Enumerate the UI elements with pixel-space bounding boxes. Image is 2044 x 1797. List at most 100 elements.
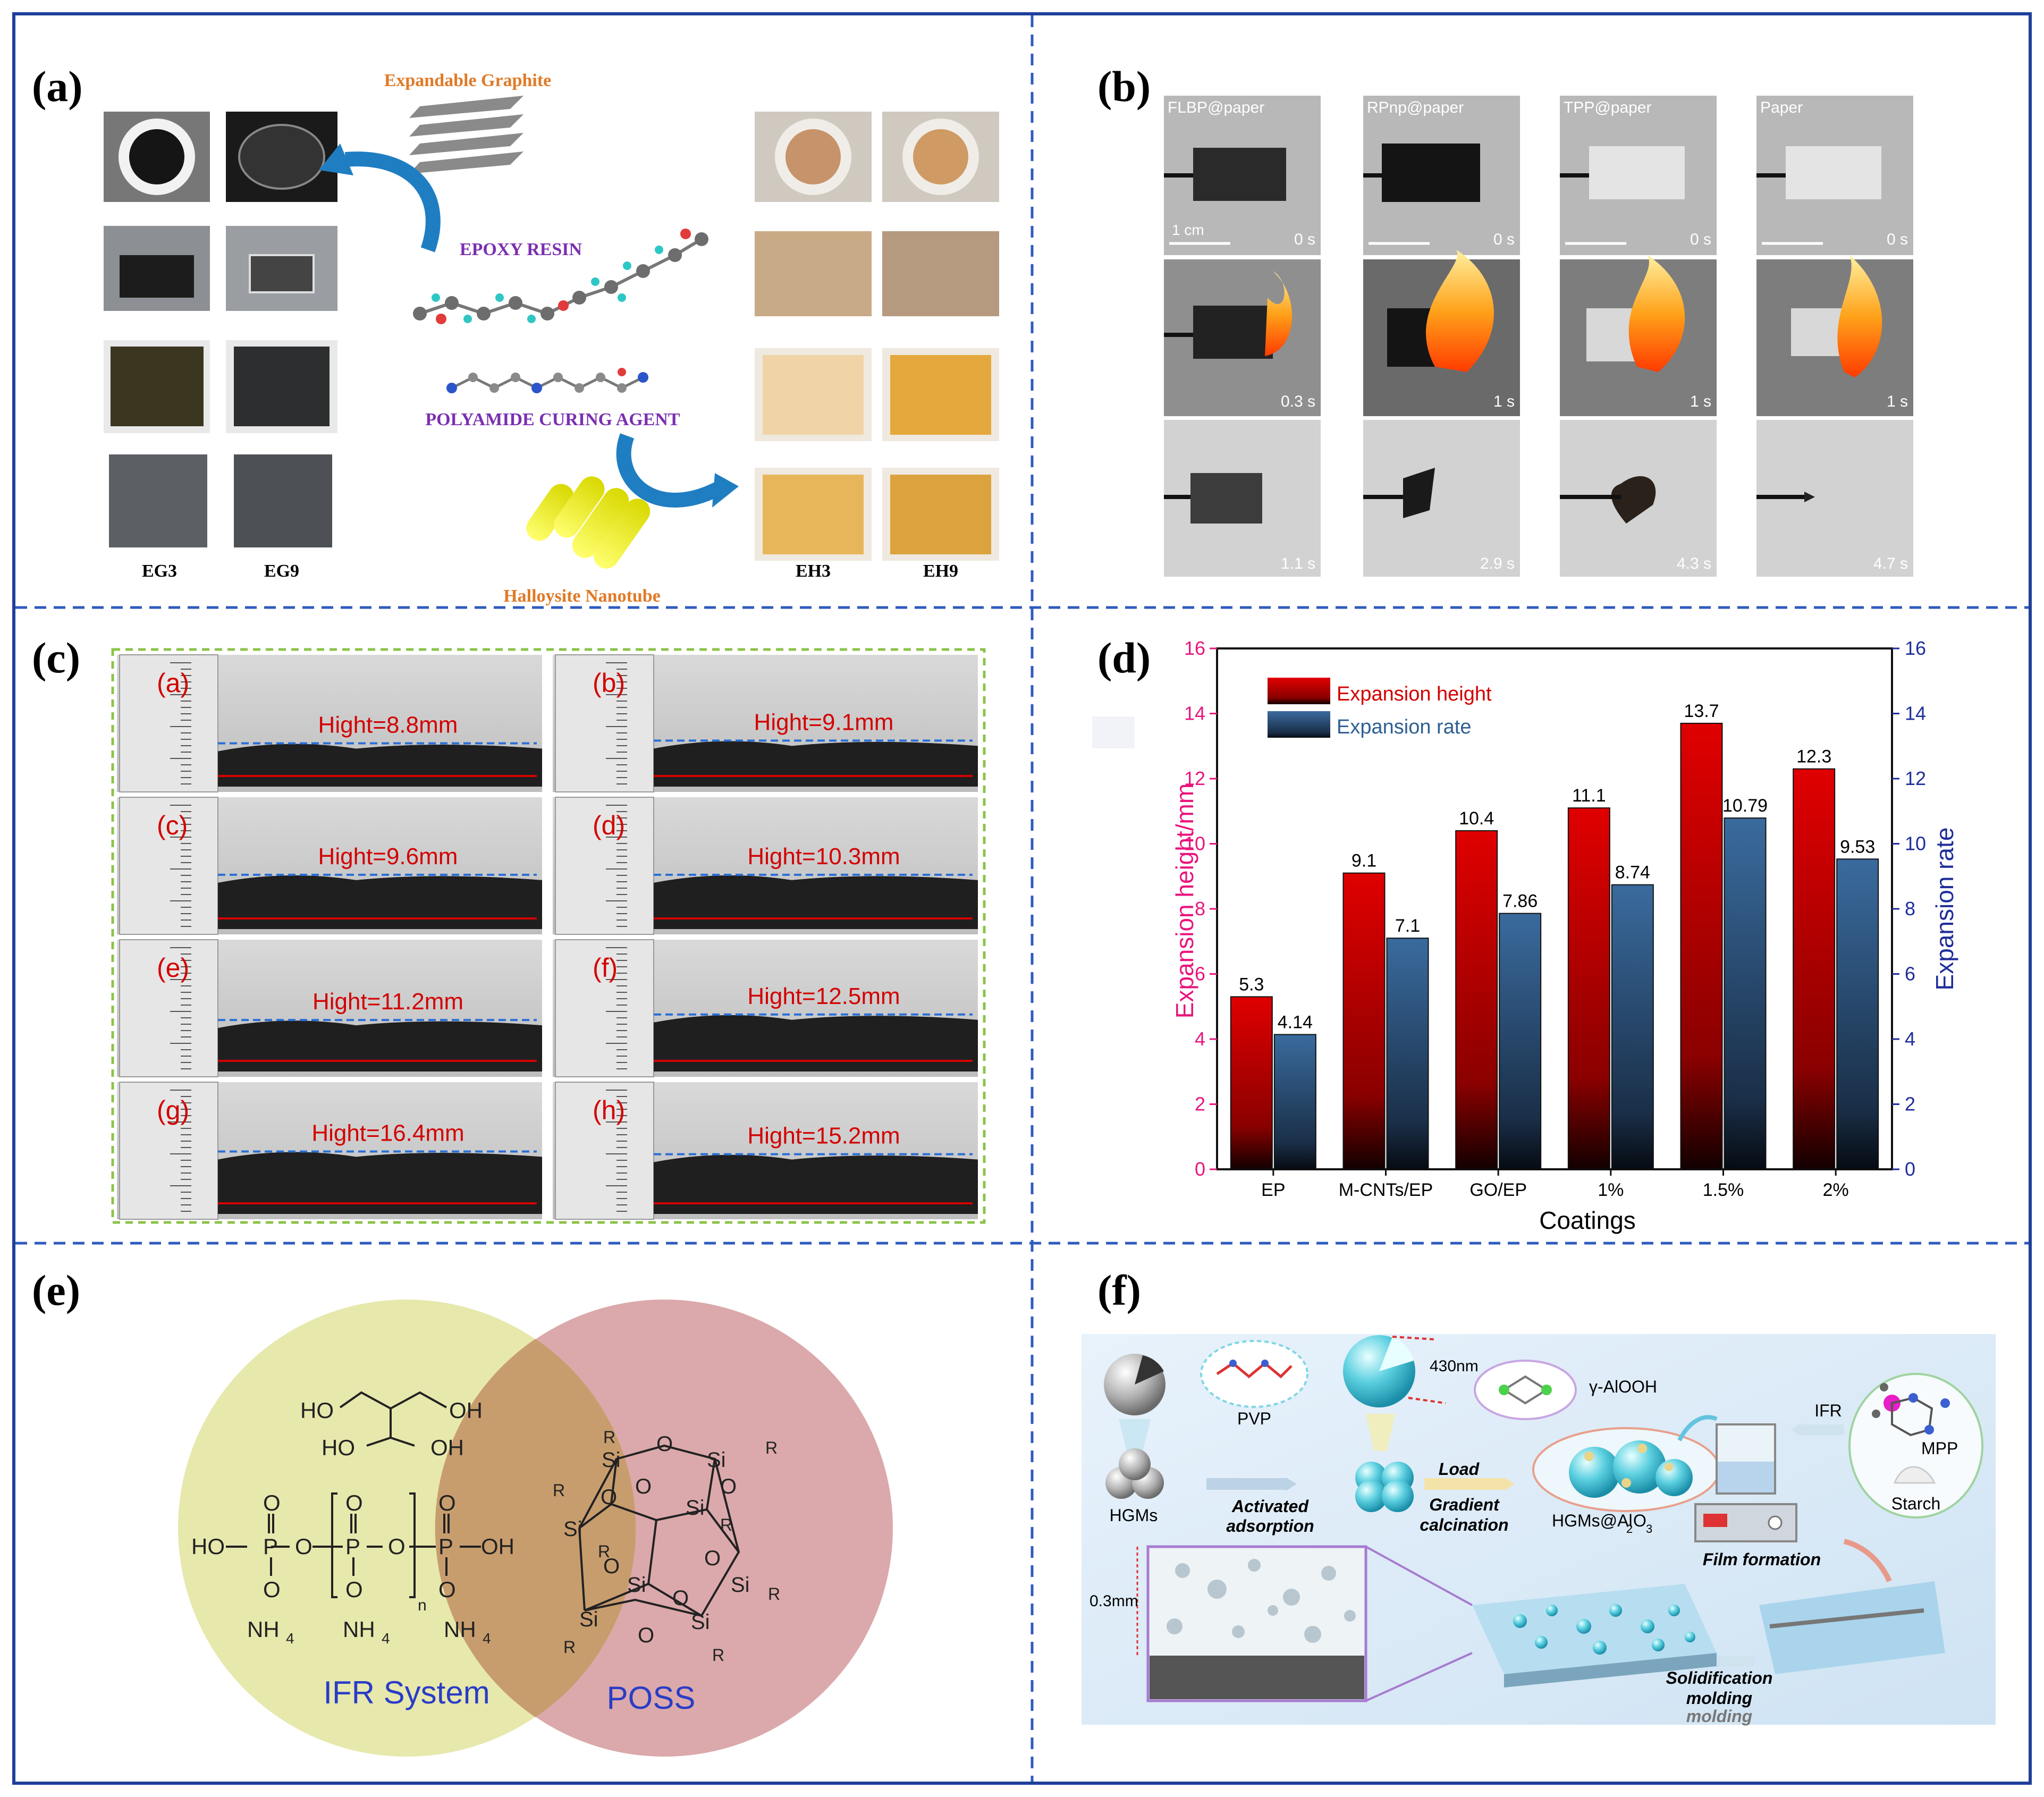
height-label: Hight=10.3mm bbox=[747, 843, 900, 870]
time-label: 1 s bbox=[1493, 393, 1515, 410]
chem-label: R bbox=[712, 1646, 724, 1665]
bar-expansion-rate bbox=[1499, 913, 1542, 1170]
chem-label: O bbox=[345, 1577, 363, 1602]
chem-label: R bbox=[598, 1542, 610, 1561]
char-photo: (c)Hight=9.6mm bbox=[117, 797, 542, 935]
chem-label: OH bbox=[481, 1534, 514, 1559]
scale-bar-label: 1 cm bbox=[1172, 222, 1204, 238]
panel-b-label: (b) bbox=[1097, 62, 1151, 111]
y2-tick-label: 0 bbox=[1905, 1158, 1915, 1180]
photo-eh3-mold bbox=[755, 231, 872, 316]
chem-label: O bbox=[295, 1534, 312, 1559]
bar-value-label: 9.53 bbox=[1840, 837, 1875, 857]
x-tick-label: 2% bbox=[1823, 1180, 1849, 1200]
bar-value-label: 11.1 bbox=[1572, 786, 1606, 806]
bar-value-label: 5.3 bbox=[1239, 974, 1264, 994]
x-tick-label: 1% bbox=[1598, 1180, 1624, 1200]
label-load: Load bbox=[1439, 1459, 1480, 1479]
chem-label: HO bbox=[322, 1435, 355, 1460]
char-photo: (e)Hight=11.2mm bbox=[117, 939, 542, 1077]
hgms-al-o: O bbox=[1633, 1511, 1646, 1530]
time-label: 2.9 s bbox=[1480, 555, 1515, 572]
bar-value-label: 12.3 bbox=[1796, 747, 1831, 767]
label-molding-ghost: molding bbox=[1686, 1707, 1752, 1726]
x-axis-label: Coatings bbox=[1539, 1207, 1636, 1234]
height-label: Hight=15.2mm bbox=[747, 1123, 900, 1149]
photo-tag: (g) bbox=[157, 1095, 189, 1125]
time-label: 0 s bbox=[1887, 231, 1908, 248]
coated-cluster-icon bbox=[1355, 1462, 1414, 1512]
label-thickness: 0.3mm bbox=[1089, 1592, 1138, 1610]
zoom-lines bbox=[1365, 1546, 1473, 1702]
y-tick-label: 6 bbox=[1195, 963, 1205, 985]
label-activated: Activated bbox=[1231, 1497, 1310, 1516]
photo-eh9-mold bbox=[882, 231, 999, 316]
filler-particles bbox=[1167, 1559, 1356, 1643]
label-gradient: Gradient bbox=[1429, 1495, 1500, 1514]
label-430nm: 430nm bbox=[1430, 1357, 1479, 1375]
title-tpp: TPP@paper bbox=[1564, 99, 1652, 116]
panel-e: (e) HO OH HO OH HO OH P P P O O O O O O bbox=[32, 1266, 893, 1757]
chem-label: P bbox=[438, 1534, 453, 1559]
label-adsorption: adsorption bbox=[1226, 1516, 1314, 1536]
panel-f: (f) HGMs PVP Activated adsorption 430nm … bbox=[1082, 1266, 1996, 1726]
bar-value-label: 4.14 bbox=[1278, 1012, 1313, 1032]
bar-expansion-height bbox=[1567, 807, 1610, 1170]
chem-label: R bbox=[563, 1638, 576, 1657]
chem-label: O bbox=[635, 1475, 652, 1498]
photo-tag: (b) bbox=[593, 668, 625, 698]
label-alooh: γ-AlOOH bbox=[1589, 1377, 1657, 1396]
chem-label: Si bbox=[691, 1610, 710, 1634]
y-tick-label: 8 bbox=[1195, 898, 1205, 919]
panel-a-label: (a) bbox=[32, 62, 83, 111]
label-pvp: PVP bbox=[1237, 1409, 1271, 1428]
chem-label: OH bbox=[430, 1435, 464, 1460]
chem-label: Si bbox=[707, 1448, 726, 1472]
label-eh9: EH9 bbox=[923, 561, 958, 581]
bar-expansion-height bbox=[1793, 768, 1836, 1170]
y2-axis-label: Expansion rate bbox=[1931, 828, 1958, 991]
expansion-bar-chart: 5.34.149.17.110.47.8611.18.7413.710.7912… bbox=[1171, 637, 1958, 1234]
chart-legend: Expansion height Expansion rate bbox=[1268, 678, 1492, 738]
bar-expansion-height bbox=[1342, 872, 1386, 1170]
chem-label: R bbox=[553, 1481, 565, 1500]
chem-label: O bbox=[388, 1534, 406, 1559]
film-plate bbox=[1759, 1581, 1945, 1674]
arrow-to-eg bbox=[344, 151, 441, 252]
time-label: 4.3 s bbox=[1677, 555, 1711, 572]
chem-label: P bbox=[263, 1534, 278, 1559]
chem-label: NH bbox=[343, 1617, 375, 1642]
chem-label: P bbox=[345, 1534, 360, 1559]
label-eh3: EH3 bbox=[796, 561, 831, 581]
chem-label: 4 bbox=[286, 1630, 294, 1647]
chem-label: 4 bbox=[382, 1630, 390, 1647]
chem-label: Si bbox=[627, 1573, 646, 1597]
label-starch: Starch bbox=[1891, 1494, 1940, 1513]
bar-value-label: 10.4 bbox=[1459, 808, 1494, 829]
y-tick-label: 4 bbox=[1195, 1028, 1205, 1050]
height-label: Hight=11.2mm bbox=[312, 989, 463, 1015]
title-rpnp: RPnp@paper bbox=[1367, 99, 1464, 116]
char-height-photos: (a)Hight=8.8mm(b)Hight=9.1mm(c)Hight=9.6… bbox=[117, 654, 978, 1220]
chem-label: n bbox=[418, 1597, 427, 1614]
alooh-bubble bbox=[1474, 1360, 1577, 1420]
y2-tick-label: 14 bbox=[1905, 703, 1926, 724]
label-eg3: EG3 bbox=[142, 561, 177, 581]
bar-value-label: 13.7 bbox=[1684, 701, 1719, 721]
y-tick-label: 0 bbox=[1195, 1158, 1205, 1180]
y2-tick-label: 16 bbox=[1905, 637, 1926, 659]
photo-eg3-char bbox=[109, 454, 207, 547]
label-mpp: MPP bbox=[1921, 1439, 1958, 1458]
hgms-al-text: HGMs@Al bbox=[1552, 1511, 1633, 1530]
bar-value-label: 7.1 bbox=[1395, 916, 1420, 936]
legend-height: Expansion height bbox=[1337, 683, 1492, 705]
bar-expansion-rate bbox=[1273, 1034, 1316, 1170]
time-label: 0 s bbox=[1294, 231, 1315, 248]
arrow-to-eh bbox=[616, 433, 721, 508]
legend-rate: Expansion rate bbox=[1337, 716, 1472, 738]
y2-tick-label: 8 bbox=[1905, 898, 1915, 919]
bar-expansion-rate bbox=[1836, 858, 1879, 1170]
time-label: 1 s bbox=[1690, 393, 1711, 410]
chem-label: O bbox=[603, 1555, 620, 1578]
bar-value-label: 9.1 bbox=[1352, 851, 1376, 871]
